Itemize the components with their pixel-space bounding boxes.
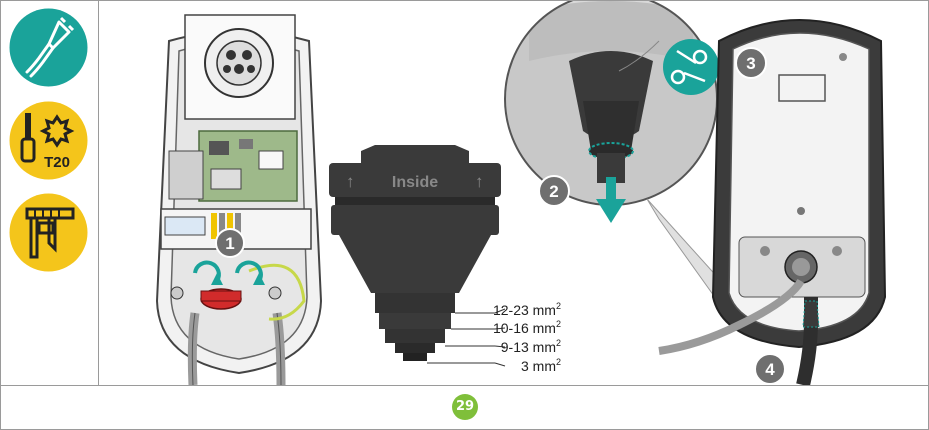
charging-connector-icon: [9, 8, 88, 87]
grommet-arrow-left: ↑: [346, 172, 355, 191]
charger-back-housing: 3 4: [658, 19, 887, 385]
grommet-inside-label: Inside: [392, 174, 438, 191]
size-12-23: 12-23 mm2: [493, 301, 561, 318]
page-number: 29: [452, 394, 478, 420]
scissors-icon: [663, 39, 719, 95]
charger-open-view: 1: [155, 14, 323, 385]
installation-illustration: 1 ↑ Inside ↑ 12-23 mm2: [155, 1, 887, 385]
page-footer: 29: [1, 385, 928, 430]
step-4-label: 4: [765, 360, 775, 379]
step-1-label: 1: [225, 234, 234, 253]
step-2-badge: [538, 175, 570, 207]
size-3: 3 mm2: [521, 357, 561, 374]
grommet-arrow-right: ↑: [475, 172, 484, 191]
step-2-label: 2: [549, 182, 558, 201]
size-10-16: 10-16 mm2: [493, 319, 561, 336]
step-3-badge: [735, 47, 767, 79]
zoom-detail: 2: [504, 1, 740, 333]
step-3-label: 3: [746, 54, 755, 73]
cable-grommet: ↑ Inside ↑ 12-23 mm2 10-16 mm2 9-13 mm2 …: [329, 145, 561, 374]
caliper-icon: [9, 193, 88, 272]
t20-label: T20: [44, 154, 70, 171]
size-9-13: 9-13 mm2: [501, 338, 561, 355]
step-1-badge: [215, 228, 245, 258]
step-4-badge: [754, 353, 786, 385]
tool-sidebar: T20: [1, 1, 99, 385]
torx-screwdriver-icon: T20: [9, 101, 88, 180]
